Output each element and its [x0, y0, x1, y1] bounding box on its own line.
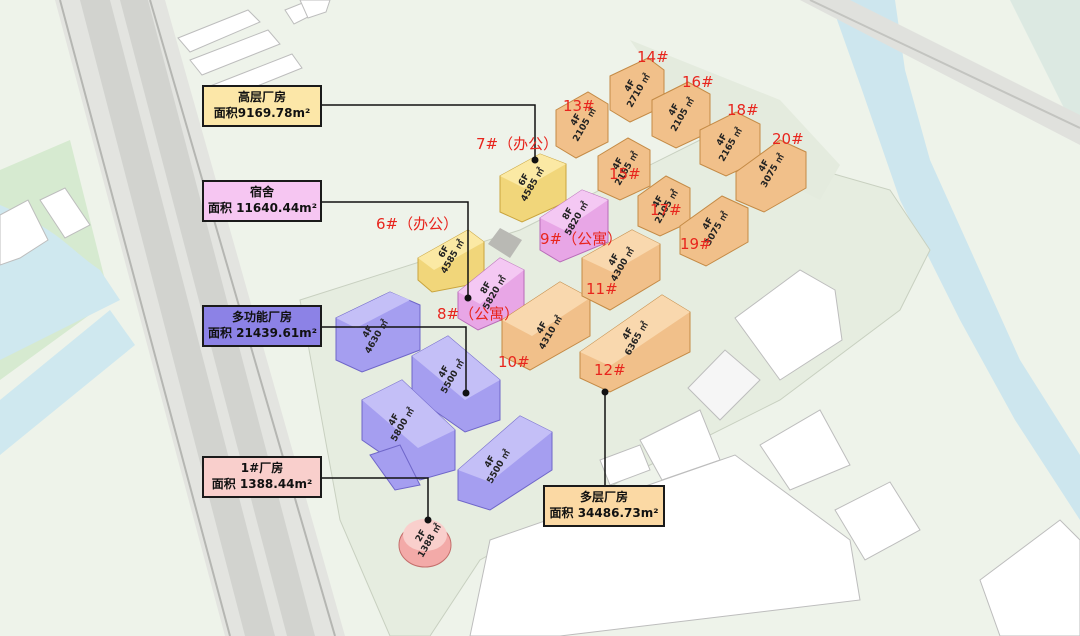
building-number-18: 18# — [727, 101, 759, 119]
callout-multi-story: 多层厂房 面积 34486.73m² — [543, 485, 665, 527]
building-number-15: 15# — [609, 165, 641, 183]
callout-dorm: 宿舍 面积 11640.44m² — [202, 180, 322, 222]
plant1-round — [398, 519, 452, 568]
building-number-8: 8#（公寓） — [437, 305, 520, 323]
courtyard — [488, 228, 522, 258]
dorm-blocks — [457, 189, 609, 331]
building-number-6: 6#（办公） — [376, 215, 459, 233]
callout-multi-function-area: 面积 21439.61m² — [208, 326, 317, 340]
callout-dorm-title: 宿舍 — [249, 185, 274, 199]
building-number-12: 12# — [594, 361, 626, 379]
road-top-right — [800, 0, 1080, 145]
building-number-14: 14# — [637, 48, 669, 66]
callout-high-rise: 高层厂房 面积9169.78m² — [202, 85, 322, 127]
building-number-16: 16# — [682, 73, 714, 91]
building-number-19: 19# — [680, 235, 712, 253]
neighbour-buildings-left — [0, 187, 91, 266]
top-right-lawn — [1010, 0, 1080, 140]
building-number-20: 20# — [772, 130, 804, 148]
expressway-edge-left — [59, 0, 231, 636]
leader-dots — [424, 156, 609, 524]
building-number-7: 7#（办公） — [476, 135, 559, 153]
callout-multi-function: 多功能厂房 面积 21439.61m² — [202, 305, 322, 347]
road-line — [809, 0, 1080, 129]
callout-high-rise-title: 高层厂房 — [237, 90, 286, 104]
callout-multi-function-title: 多功能厂房 — [231, 310, 292, 324]
leader-lines — [322, 104, 606, 520]
callout-plant1-title: 1#厂房 — [240, 461, 284, 475]
river-left-2 — [0, 310, 135, 455]
building-number-9: 9#（公寓） — [540, 230, 623, 248]
neighbour-buildings-bottom — [469, 269, 1080, 636]
multi-function-blocks — [335, 291, 553, 511]
river-right — [830, 0, 1080, 520]
callout-multi-story-area: 面积 34486.73m² — [549, 506, 659, 520]
callout-multi-story-title: 多层厂房 — [579, 490, 628, 504]
building-number-13: 13# — [563, 97, 595, 115]
callout-plant1-area: 面积 1388.44m² — [211, 477, 313, 491]
multi-story-blocks — [501, 57, 807, 393]
building-number-10: 10# — [498, 353, 530, 371]
building-number-17: 17# — [650, 201, 682, 219]
callout-plant1: 1#厂房 面积 1388.44m² — [202, 456, 322, 498]
callout-high-rise-area: 面积9169.78m² — [213, 106, 311, 120]
building-number-11: 11# — [586, 280, 618, 298]
callout-dorm-area: 面积 11640.44m² — [208, 201, 317, 215]
